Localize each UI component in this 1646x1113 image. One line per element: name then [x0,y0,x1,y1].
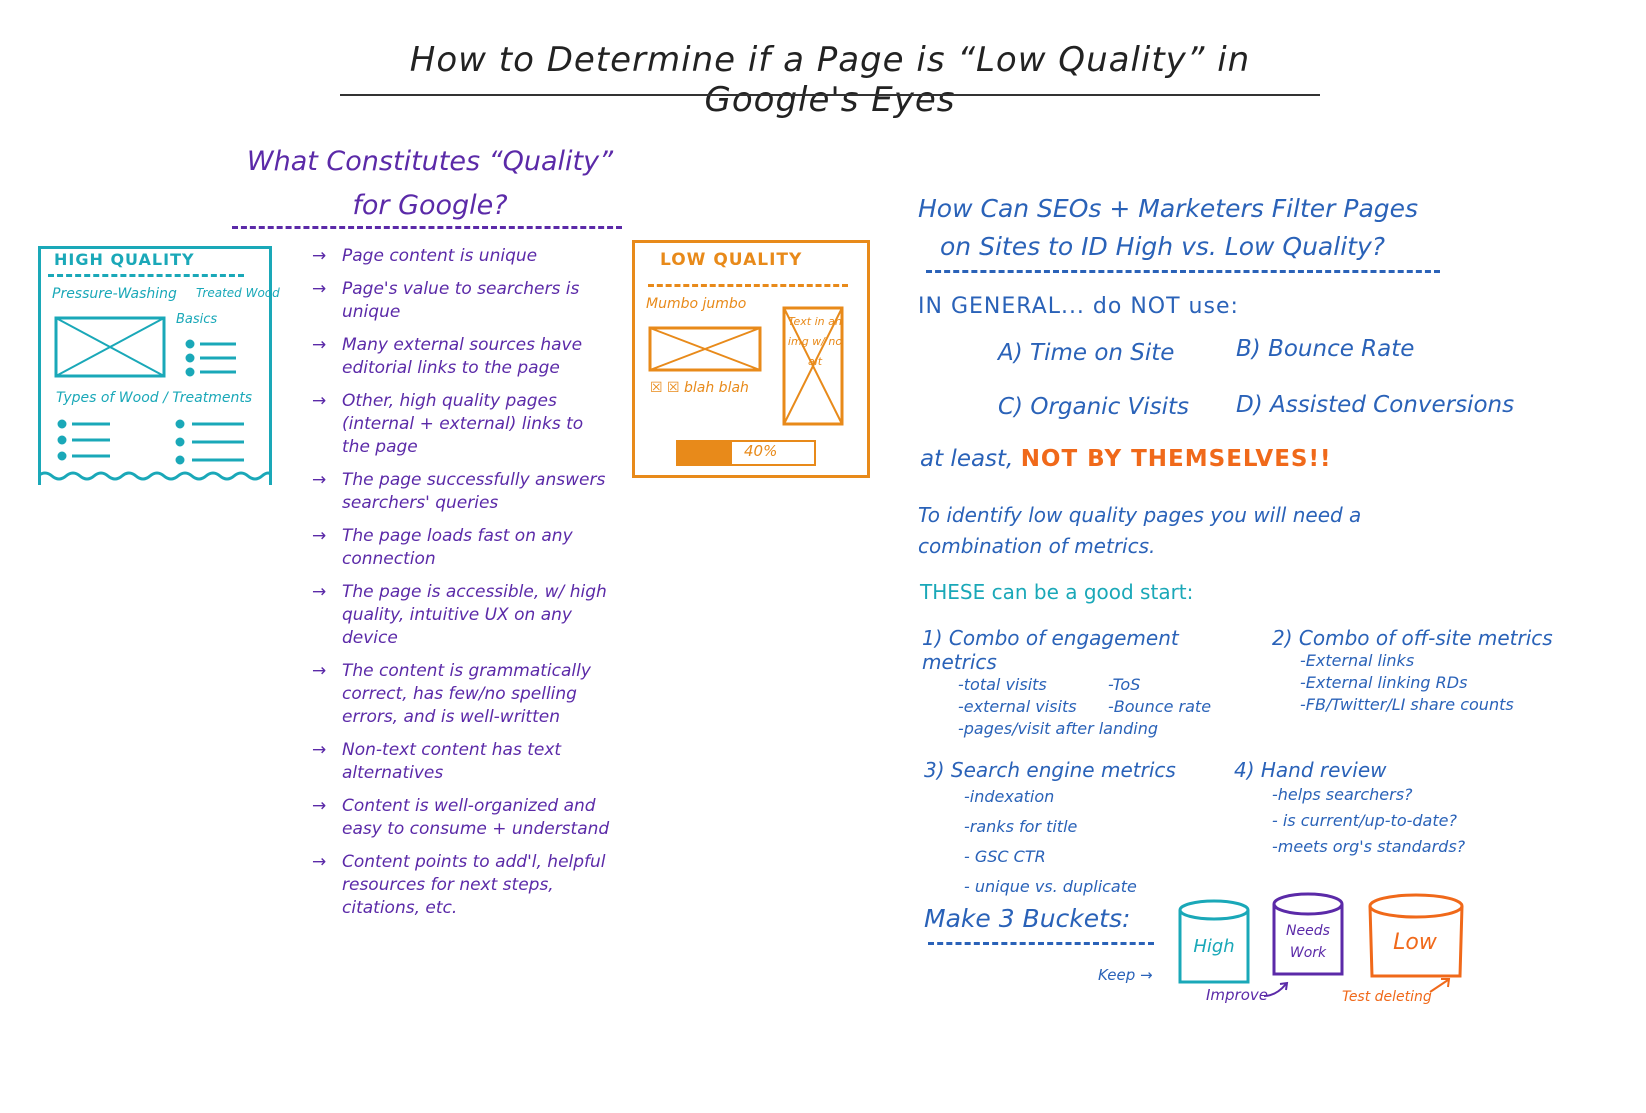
list-item: →The content is grammatically correct, h… [312,661,591,727]
list-item: -External linking RDs [1300,673,1468,692]
arrow-icon: → [312,796,327,816]
general-text: IN GENERAL... do NOT use: [918,294,1239,319]
high-bucket-label: High [1193,936,1235,957]
option-c: C) Organic Visits [998,394,1190,420]
list-item: →Page's value to searchers is unique [312,279,580,322]
quality-heading: What Constitutes “Quality” for Google? [246,146,614,221]
high-quality-subheading-text: Types of Wood / Treatments [56,390,253,406]
list-item: -FB/Twitter/LI share counts [1300,695,1514,714]
metric-group-3: 3) Search engine metrics -indexation -ra… [924,758,1204,902]
list-item: -meets org's standards? [1272,837,1466,856]
list-item: →The page loads fast on any connection [312,526,573,569]
list-item: →Many external sources have editorial li… [312,335,583,378]
arrow-icon: → [312,740,327,760]
list-item: →Non-text content has text alternatives [312,740,562,783]
list-item: - unique vs. duplicate [964,877,1137,896]
arrow-icon: → [312,279,327,299]
quality-divider [232,226,622,229]
option-a: A) Time on Site [998,340,1175,366]
option-b: B) Bounce Rate [1236,336,1415,362]
progress-bar [676,440,816,466]
image-placeholder-icon [648,326,762,372]
list-item: -pages/visit after landing [958,719,1159,738]
text-in-image-label: Text in an img w/ no alt [787,315,843,368]
improve-arrow-icon [1263,981,1289,997]
low-quality-label: LOW QUALITY [660,250,803,270]
metric-group-1: 1) Combo of engagement metrics -total vi… [922,626,1252,740]
arrow-icon: → [312,335,327,355]
at-least-text: at least, NOT BY THEMSELVES!! [920,446,1332,472]
not-by-themselves-text: NOT BY THEMSELVES!! [1020,446,1332,472]
test-deleting-label: Test deleting [1342,989,1432,1005]
metric-group-4: 4) Hand review -helps searchers? - is cu… [1234,758,1524,860]
list-item: -ranks for title [964,817,1078,836]
high-quality-divider [48,274,244,277]
low-quality-page-sketch [632,240,870,478]
high-quality-heading-text: Pressure-Washing [52,286,177,302]
test-deleting-arrow-icon [1429,978,1451,993]
page-title: How to Determine if a Page is “Low Quali… [409,40,1251,120]
identify-text: To identify low quality pages you will n… [918,503,1362,558]
list-item: -helps searchers? [1272,785,1413,804]
arrow-icon: → [312,526,327,546]
list-item: -external visits [958,697,1077,716]
high-quality-heading-text: Basics [176,312,218,327]
list-item: -Bounce rate [1108,697,1212,716]
high-quality-page-sketch [38,246,272,485]
needs-work-bucket-icon [1272,892,1344,976]
bullet-lines-icon [57,339,244,465]
list-item: →The page successfully answers searchers… [312,470,606,513]
progress-bar-fill [678,442,732,464]
arrow-icon: → [312,661,327,681]
progress-label: 40% [744,442,778,460]
high-quality-heading-text: Treated Wood [196,286,280,300]
arrow-icon: → [312,470,327,490]
list-item: - GSC CTR [964,847,1046,866]
filter-heading: How Can SEOs + Marketers Filter Pages on… [918,194,1419,261]
image-placeholder-icon [54,316,166,378]
title-underline [340,94,1320,96]
list-item: →Other, high quality pages (internal + e… [312,391,584,457]
arrow-icon: → [312,852,327,872]
quality-bullet-list: →Page content is unique →Page's value to… [312,245,612,930]
these-text: THESE can be a good start: [920,580,1194,604]
buckets-divider [928,942,1154,945]
list-item: →Page content is unique [312,246,538,266]
list-item: - is current/up-to-date? [1272,811,1457,830]
low-quality-divider [648,284,848,287]
low-bucket-label: Low [1393,930,1437,955]
list-item: →Content is well-organized and easy to c… [312,796,610,839]
list-item: -External links [1300,651,1415,670]
torn-edge-icon [38,471,272,481]
checkbox-icon: ☒ ☒ blah blah [650,380,749,396]
list-item: →Content points to add'l, helpful resour… [312,852,606,918]
improve-label: Improve [1206,986,1269,1004]
high-bucket-icon [1178,899,1250,984]
keep-label: Keep → [1098,966,1153,984]
buckets-heading: Make 3 Buckets: [924,904,1131,933]
arrow-icon: → [312,391,327,411]
list-item: -total visits [958,675,1047,694]
low-quality-heading-text: Mumbo jumbo [646,296,747,312]
text-image-icon [782,306,844,426]
low-bucket-icon [1368,893,1464,978]
list-item: -indexation [964,787,1055,806]
metric-group-2: 2) Combo of off-site metrics -External l… [1272,626,1562,716]
option-d: D) Assisted Conversions [1236,392,1515,418]
arrow-icon: → [312,246,327,266]
high-quality-label: HIGH QUALITY [54,250,195,269]
list-item: →The page is accessible, w/ high quality… [312,582,607,648]
arrow-icon: → [312,582,327,602]
needs-work-bucket-label: Needs Work [1286,923,1330,961]
filter-divider [926,270,1440,273]
list-item: -ToS [1108,675,1141,694]
